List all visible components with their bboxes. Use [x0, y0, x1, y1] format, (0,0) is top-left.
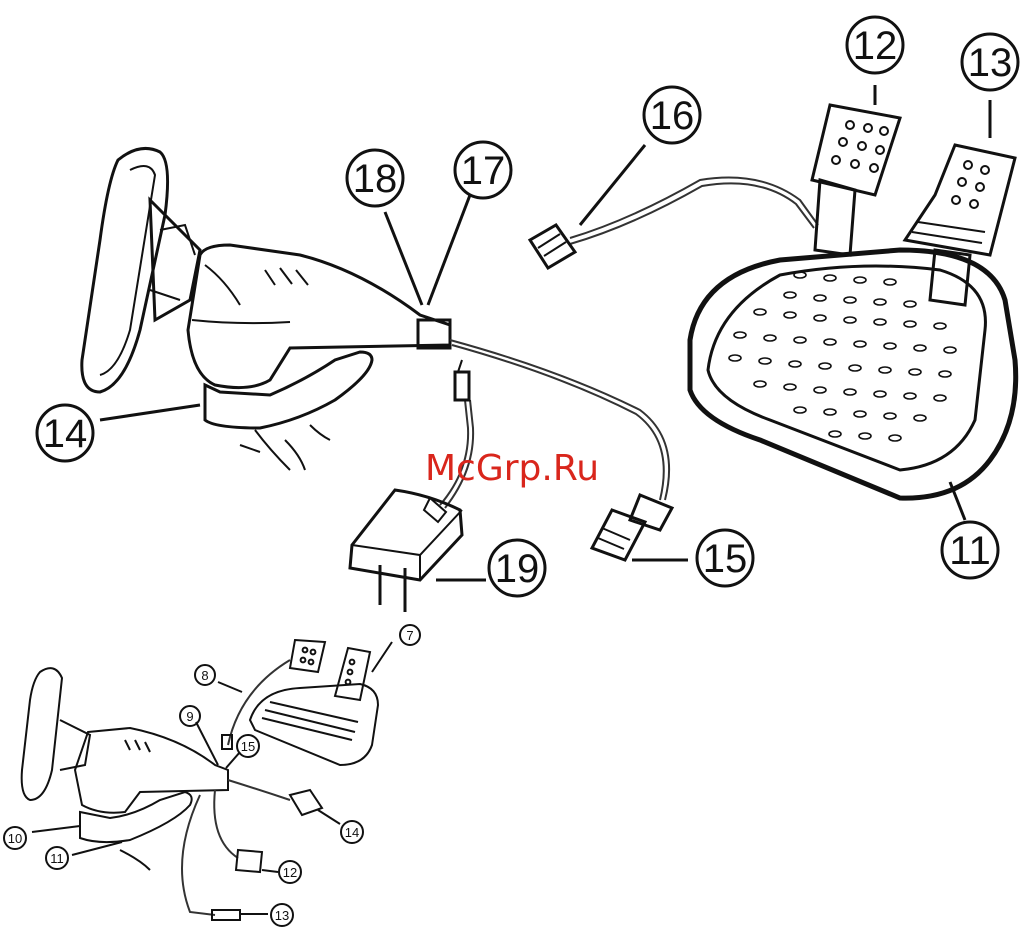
svg-text:10: 10 — [8, 831, 22, 846]
callout-small-12: 12 — [279, 861, 301, 883]
callout-15: 15 — [697, 530, 753, 586]
callout-small-13: 13 — [271, 904, 293, 926]
watermark: McGrp.Ru — [425, 448, 599, 489]
callout-12: 12 — [847, 17, 903, 73]
svg-text:11: 11 — [50, 851, 64, 866]
svg-text:13: 13 — [968, 41, 1013, 85]
callout-14: 14 — [37, 405, 93, 461]
svg-text:17: 17 — [461, 149, 506, 193]
svg-text:12: 12 — [853, 24, 898, 68]
callout-18: 18 — [347, 150, 403, 206]
usb-connector — [592, 495, 672, 560]
svg-text:8: 8 — [201, 668, 208, 683]
callout-small-9: 9 — [180, 706, 200, 726]
svg-text:19: 19 — [495, 547, 540, 591]
callout-17: 17 — [455, 142, 511, 198]
pedal-set — [690, 105, 1016, 498]
svg-text:9: 9 — [186, 709, 193, 724]
callout-16: 16 — [644, 87, 700, 143]
svg-text:16: 16 — [650, 94, 695, 138]
callout-small-8: 8 — [195, 665, 215, 685]
callout-19: 19 — [489, 540, 545, 596]
callouts: 11 12 13 14 15 16 — [37, 17, 1018, 596]
svg-text:11: 11 — [949, 529, 991, 573]
callout-small-14: 14 — [341, 821, 363, 843]
main-diagram: 11 12 13 14 15 16 — [37, 17, 1018, 612]
svg-text:15: 15 — [703, 537, 748, 581]
svg-text:15: 15 — [241, 739, 255, 754]
pedal-cable — [570, 178, 818, 239]
callout-small-11: 11 — [46, 847, 68, 869]
callout-small-10: 10 — [4, 827, 26, 849]
callout-11: 11 — [942, 522, 998, 578]
inset-diagram: 7 8 9 10 11 12 — [4, 625, 420, 926]
svg-text:14: 14 — [345, 825, 359, 840]
svg-text:12: 12 — [283, 865, 297, 880]
svg-text:14: 14 — [43, 412, 88, 456]
callout-13: 13 — [962, 34, 1018, 90]
callout-small-15: 15 — [237, 735, 259, 757]
svg-text:7: 7 — [406, 628, 413, 643]
steering-wheel — [82, 148, 200, 392]
inset-callouts: 7 8 9 10 11 12 — [4, 625, 420, 926]
svg-text:18: 18 — [353, 157, 398, 201]
svg-text:13: 13 — [275, 908, 289, 923]
callout-small-7: 7 — [400, 625, 420, 645]
footrest-holes — [729, 272, 956, 441]
pedal-connector — [530, 225, 575, 268]
